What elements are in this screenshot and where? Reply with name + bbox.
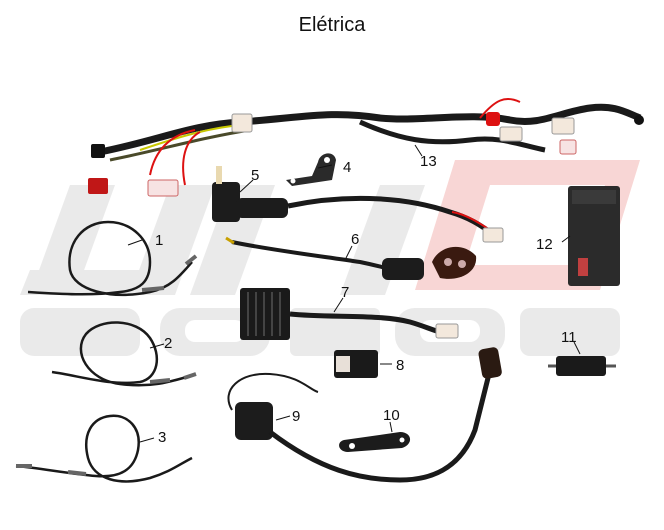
part-label-6: 6 [351,231,359,248]
part-label-9: 9 [292,408,300,425]
part-5-ignition-switch [212,166,504,243]
part-11-battery-strap [548,341,616,376]
part-label-13: 13 [420,153,437,170]
part-label-4: 4 [343,159,351,176]
part-6-regulator-cable [225,236,477,280]
part-label-1: 1 [155,232,163,249]
page-title: Elétrica [298,14,366,36]
part-13-wiring-harness [88,98,644,197]
part-label-3: 3 [158,429,166,446]
part-label-10: 10 [383,407,400,424]
part-3-cable [15,414,193,483]
part-2-cable [51,321,197,387]
part-8-relay [334,350,392,378]
part-10-bracket [339,421,411,452]
part-label-12: 12 [536,236,553,253]
watermark-bottom-letters [20,308,620,356]
part-4-bracket [286,153,336,186]
part-label-5: 5 [251,167,259,184]
part-1-cable [27,220,198,296]
part-7-voltage-regulator [240,288,459,340]
part-9-ignition-coil [227,347,502,483]
part-label-2: 2 [164,335,172,352]
part-12-battery [561,186,620,286]
part-label-7: 7 [341,284,349,301]
part-label-11: 11 [561,329,577,346]
part-label-8: 8 [396,357,404,374]
part-number-labels: 1 2 3 4 5 6 7 8 9 10 11 12 13 [155,153,577,446]
